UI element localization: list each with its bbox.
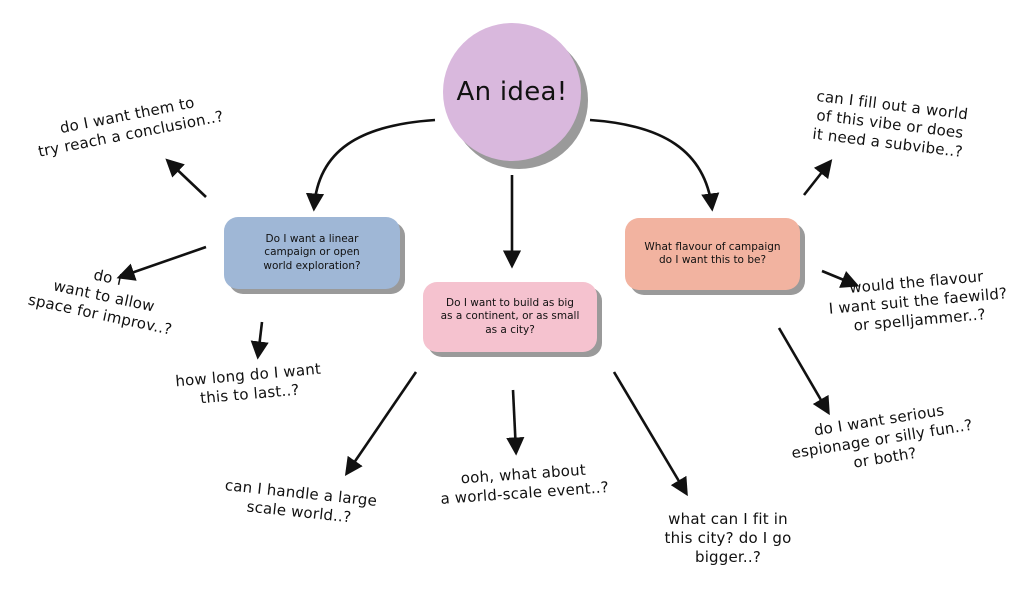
arrow-to-espionage — [777, 327, 830, 416]
center-label: An idea! — [456, 77, 568, 107]
arrow-to-subvibe — [802, 159, 833, 196]
center-node: An idea! — [443, 23, 581, 161]
question-city: what can I fit in this city? do I go big… — [664, 510, 792, 566]
linear-campaign-box: Do I want a linear campaign or open worl… — [224, 217, 400, 289]
arrow-to-world-event — [506, 389, 525, 456]
arrow-to-conclusion — [165, 158, 207, 198]
flavour-box: What flavour of campaign do I want this … — [625, 218, 800, 290]
arrow-to-improv — [116, 245, 207, 281]
arrow-center-to-linear — [305, 118, 436, 212]
arrow-to-faewild — [821, 269, 860, 288]
arrow-to-last — [250, 321, 269, 360]
build-size-box: Do I want to build as big as a continent… — [423, 282, 597, 352]
arrow-to-large-world — [344, 371, 418, 477]
arrow-center-to-flavour — [589, 118, 720, 212]
arrow-to-city — [612, 371, 688, 497]
